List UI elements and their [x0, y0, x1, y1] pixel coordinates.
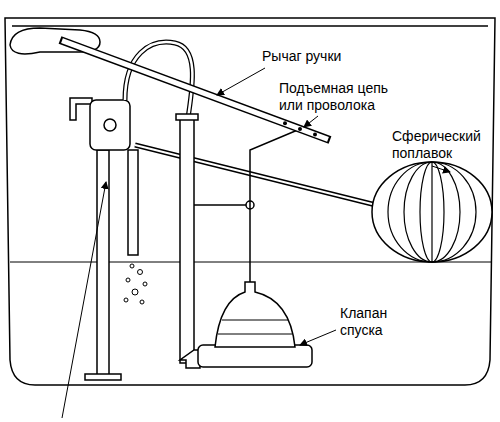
leader-line: [432, 166, 450, 172]
flapper-ring: [218, 334, 292, 335]
fill-tube: [128, 150, 138, 255]
bubble: [138, 270, 143, 275]
bubble: [126, 278, 130, 282]
leader-line: [300, 330, 336, 345]
float-ball: [372, 162, 492, 262]
ball-stripe: [420, 162, 444, 262]
bubble: [143, 282, 147, 286]
ball-outline: [372, 162, 492, 262]
lift-wire: [250, 129, 300, 282]
overflow-tube: [180, 118, 194, 363]
lever-hole: [283, 121, 287, 125]
float-arm: [135, 145, 376, 205]
leader-line: [217, 68, 265, 95]
pipe-base: [85, 374, 121, 380]
lever-hole: [298, 127, 302, 131]
overflow-rim: [176, 114, 198, 120]
part-label: Подъемная цепь или проволока: [279, 80, 407, 114]
fill-valve: [70, 98, 138, 380]
leader-line: [62, 182, 106, 418]
valve-body: [90, 100, 130, 150]
bubble: [132, 289, 138, 295]
ball-stripe: [404, 162, 460, 262]
ball-stripe: [431, 162, 432, 262]
valve-seat: [198, 345, 312, 367]
lever-hole: [313, 132, 317, 136]
valve-pivot: [104, 119, 116, 131]
bubble: [124, 298, 128, 302]
bubble: [130, 264, 134, 268]
tank-lip: [12, 25, 488, 27]
part-label: Клапан спуска: [340, 305, 404, 339]
guide-arm: [194, 204, 246, 206]
part-label: Рычаг ручки: [262, 48, 392, 65]
valve-bracket: [70, 98, 92, 120]
bubble: [140, 300, 144, 304]
leaders: [62, 68, 450, 418]
float-arm-outline: [135, 145, 376, 205]
leader-line: [304, 116, 318, 127]
pipe-elbow: [180, 350, 200, 368]
bubbles: [124, 264, 147, 304]
flapper-ring: [222, 320, 288, 321]
part-label: Сферический поплавок: [392, 128, 496, 162]
ball-stripe: [388, 162, 476, 262]
supply-pipe: [97, 150, 109, 378]
float-arm-inner: [135, 145, 376, 205]
flapper: [215, 282, 295, 347]
flush-valve: [180, 282, 312, 368]
